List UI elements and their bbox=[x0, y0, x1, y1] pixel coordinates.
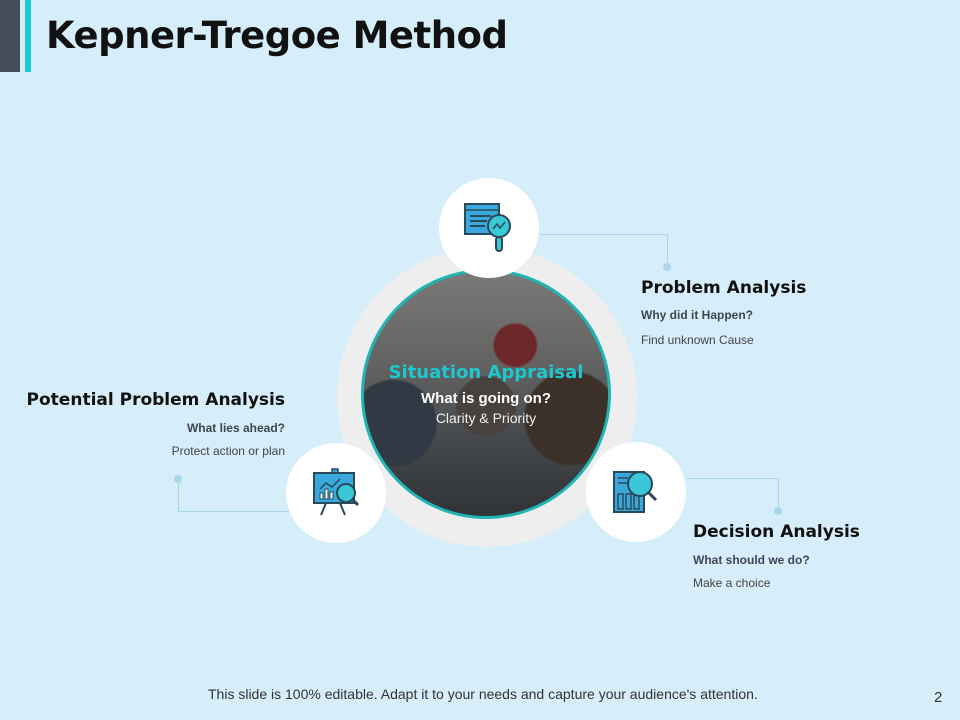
connector-decision-analysis bbox=[686, 478, 779, 511]
situation-appraisal-question: What is going on? bbox=[421, 390, 551, 407]
potential-problem-analysis-title: Potential Problem Analysis bbox=[26, 390, 285, 410]
connector-problem-analysis bbox=[539, 234, 668, 268]
decision-analysis-description: Make a choice bbox=[693, 576, 771, 590]
decision-analysis-title: Decision Analysis bbox=[693, 522, 860, 542]
situation-appraisal-photo: Situation Appraisal What is going on? Cl… bbox=[361, 269, 611, 519]
problem-analysis-icon-circle bbox=[439, 178, 539, 278]
web-analytics-magnifier-icon bbox=[464, 203, 511, 252]
slide-title: Kepner-Tregoe Method bbox=[46, 14, 508, 57]
title-bar-dark-accent bbox=[0, 0, 20, 72]
problem-analysis-question: Why did it Happen? bbox=[641, 308, 753, 322]
problem-analysis-description: Find unknown Cause bbox=[641, 333, 754, 347]
decision-analysis-question: What should we do? bbox=[693, 553, 810, 567]
decision-analysis-icon-circle bbox=[586, 442, 686, 542]
connector-potential-problem-analysis bbox=[178, 480, 289, 512]
potential-problem-analysis-description: Protect action or plan bbox=[171, 444, 285, 458]
photo-overlay bbox=[364, 272, 608, 516]
situation-appraisal-description: Clarity & Priority bbox=[435, 410, 537, 426]
connector-dot bbox=[774, 507, 782, 515]
report-magnifier-icon bbox=[613, 471, 658, 513]
problem-analysis-title: Problem Analysis bbox=[641, 278, 807, 298]
title-bar-teal-accent bbox=[25, 0, 31, 72]
potential-problem-analysis-icon-circle bbox=[286, 443, 386, 543]
connector-dot bbox=[174, 475, 182, 483]
footer-text: This slide is 100% editable. Adapt it to… bbox=[208, 686, 758, 702]
situation-appraisal-title: Situation Appraisal bbox=[388, 362, 584, 383]
potential-problem-analysis-question: What lies ahead? bbox=[186, 421, 285, 435]
presentation-board-analysis-icon bbox=[313, 468, 360, 516]
connector-dot bbox=[663, 263, 671, 271]
page-number: 2 bbox=[934, 689, 943, 706]
